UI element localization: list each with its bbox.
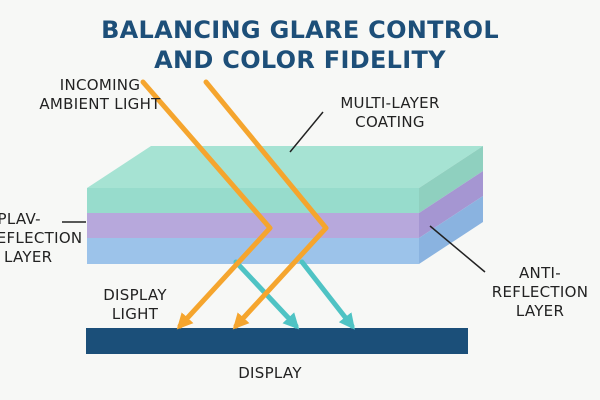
coating-label-line-2: COATING (355, 113, 425, 131)
display-light-rays (233, 259, 355, 330)
display-light-ray-2 (299, 259, 355, 330)
left-layer-label-line-1: NPLAV- (0, 210, 41, 228)
display-panel (86, 328, 468, 354)
display-light-label-line-1: DISPLAY (103, 286, 167, 304)
slab-side-bottom (419, 196, 483, 264)
slab-side-top (419, 146, 483, 213)
incoming-light-label-line-1: INCOMING (59, 76, 141, 94)
anti-reflection-leader-line (429, 225, 486, 273)
ambient-light-ray-2 (203, 79, 329, 330)
incoming-light-label-line-2: AMBIENT LIGHT (39, 95, 161, 113)
display-light-label: DISPLAY LIGHT (85, 286, 185, 324)
ambient-light-rays (140, 79, 329, 330)
layer-middle (87, 213, 419, 238)
layer-bottom (87, 238, 419, 264)
incoming-light-label: INCOMING AMBIENT LIGHT (30, 76, 170, 114)
left-layer-label-line-2: REFLECTION (0, 229, 83, 247)
anti-reflection-label-line-2: REFLECTION (491, 283, 589, 301)
slab-side-middle (419, 171, 483, 238)
slab-top-surface (87, 146, 483, 188)
anti-reflection-layer-label: ANTI- REFLECTION LAYER (485, 264, 595, 321)
display-light-label-line-2: LIGHT (111, 305, 159, 323)
diagram-title-line-2: AND COLOR FIDELITY (154, 46, 446, 74)
left-reflection-layer-label: NPLAV- REFLECTION LAYER (0, 210, 96, 267)
coating-label: MULTI-LAYER COATING (325, 94, 455, 132)
anti-reflection-label-line-1: ANTI- (519, 264, 561, 282)
coating-leader-line (289, 111, 324, 153)
coating-label-line-1: MULTI-LAYER (340, 94, 440, 112)
left-layer-label-line-3: LAYER (4, 248, 53, 266)
multi-layer-slab (87, 146, 483, 264)
display-label: DISPLAY (238, 364, 302, 382)
diagram-title-line-1: BALANCING GLARE CONTROL (101, 16, 499, 44)
ambient-light-ray-1 (140, 79, 273, 330)
anti-reflection-label-line-3: LAYER (515, 302, 565, 320)
